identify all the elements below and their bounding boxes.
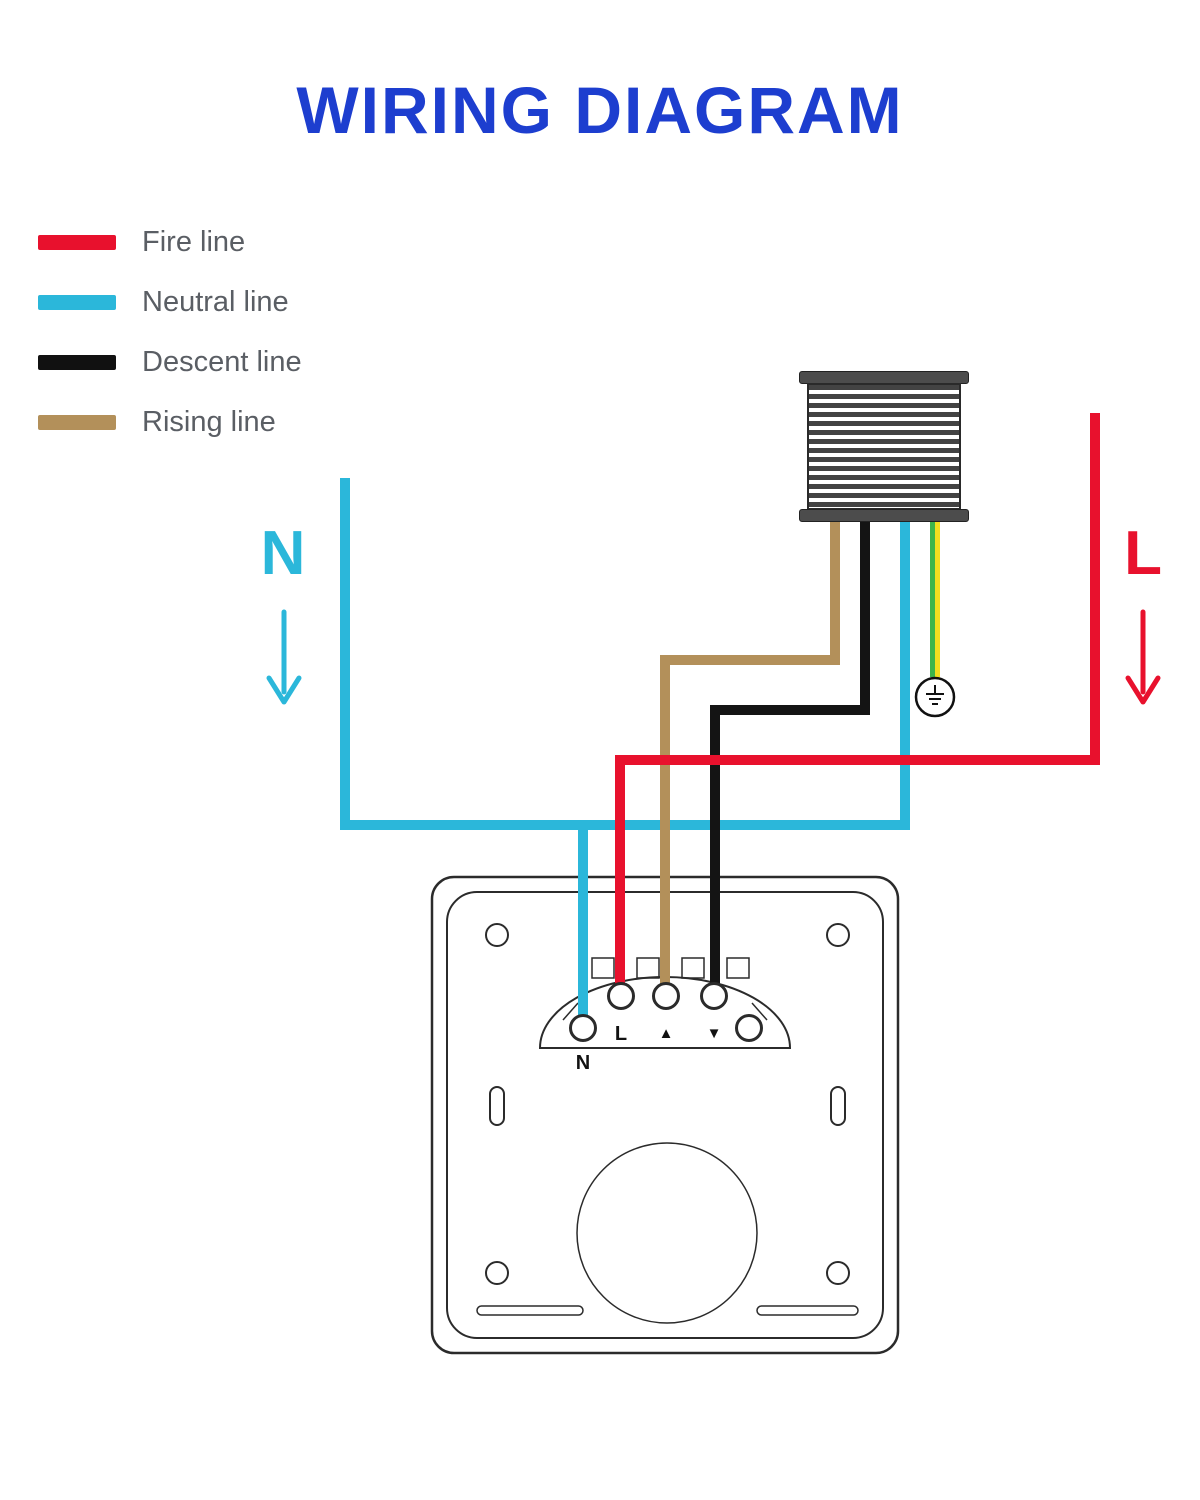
- neutral-wire-to-switch: [578, 820, 588, 1030]
- live-letter: L: [1124, 519, 1162, 588]
- terminal-label-n: N: [576, 1052, 590, 1074]
- neutral-wire-to-motor: [900, 522, 910, 830]
- descent-wire-horizontal: [710, 705, 870, 715]
- legend-item-descent: Descent line: [38, 332, 302, 392]
- rising-wire-to-switch: [660, 655, 670, 998]
- legend-item-neutral: Neutral line: [38, 272, 302, 332]
- switch-round-module: [576, 1142, 758, 1324]
- neutral-letter: N: [260, 519, 306, 588]
- fire-line-swatch: [38, 234, 116, 250]
- descent-wire-from-motor: [860, 522, 870, 715]
- live-down-arrow-icon: [1125, 609, 1161, 705]
- dome-tick-left: [562, 1002, 579, 1021]
- legend-item-fire: Fire line: [38, 212, 302, 272]
- terminal-l: [607, 982, 635, 1010]
- cable-notch-4: [726, 957, 750, 979]
- descent-line-label: Descent line: [142, 345, 302, 378]
- legend-item-rising: Rising line: [38, 392, 302, 452]
- screw-hole-bottom-left: [485, 1261, 509, 1285]
- cable-notch-1: [591, 957, 615, 979]
- rising-wire-horizontal: [660, 655, 840, 665]
- page-title: WIRING DIAGRAM: [296, 73, 904, 147]
- cable-notch-3: [681, 957, 705, 979]
- rising-line-swatch: [38, 414, 116, 430]
- screw-hole-top-left: [485, 923, 509, 947]
- bottom-slot-right: [756, 1305, 859, 1316]
- descent-wire-to-switch: [710, 705, 720, 998]
- fire-wire-to-switch: [615, 755, 625, 998]
- motor-body: [807, 383, 961, 510]
- terminal-label-down: ▼: [707, 1025, 722, 1042]
- neutral-line-label: Neutral line: [142, 285, 289, 318]
- bottom-slot-left: [476, 1305, 584, 1316]
- terminal-down: [700, 982, 728, 1010]
- dome-tick-right: [751, 1002, 768, 1021]
- side-slot-left: [489, 1086, 505, 1126]
- motor-bottom-cap: [799, 509, 969, 522]
- fire-wire-vertical-right: [1090, 413, 1100, 765]
- screw-hole-top-right: [826, 923, 850, 947]
- neutral-line-swatch: [38, 294, 116, 310]
- cable-notch-2: [636, 957, 660, 979]
- fire-line-label: Fire line: [142, 225, 246, 258]
- terminal-spare: [735, 1014, 763, 1042]
- terminal-up: [652, 982, 680, 1010]
- neutral-down-arrow-icon: [266, 609, 302, 705]
- neutral-wire-horizontal: [340, 820, 910, 830]
- rising-line-label: Rising line: [142, 405, 276, 438]
- earth-wire: [930, 522, 940, 677]
- terminal-label-up: ▲: [659, 1025, 674, 1042]
- descent-line-swatch: [38, 354, 116, 370]
- terminal-label-l: L: [615, 1023, 627, 1045]
- fire-wire-horizontal: [615, 755, 1100, 765]
- side-slot-right: [830, 1086, 846, 1126]
- legend: Fire line Neutral line Descent line Risi…: [38, 212, 302, 452]
- rising-wire-from-motor: [830, 522, 840, 665]
- screw-hole-bottom-right: [826, 1261, 850, 1285]
- earth-ground-icon: [914, 676, 956, 718]
- neutral-wire-vertical-left: [340, 478, 350, 830]
- terminal-n: [569, 1014, 597, 1042]
